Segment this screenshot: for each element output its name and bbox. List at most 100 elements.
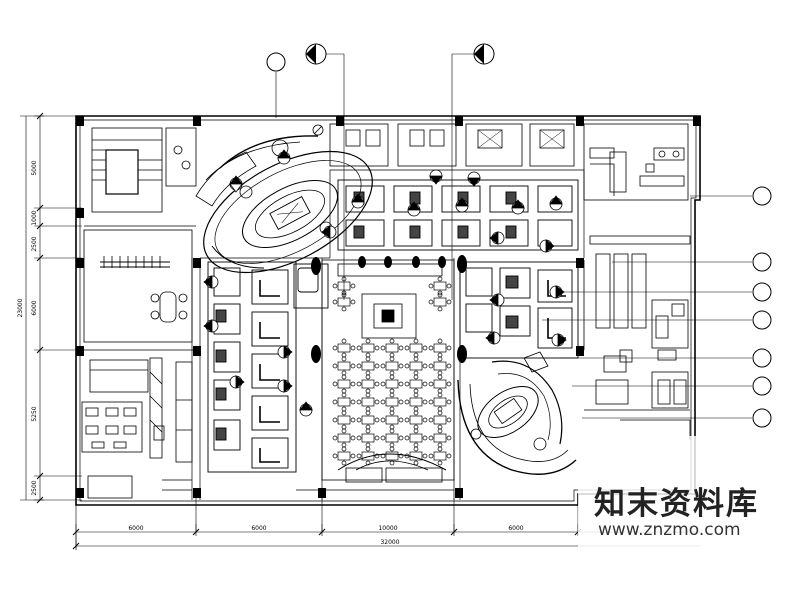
dining-chair — [437, 338, 443, 344]
dining-chair — [374, 381, 380, 387]
dim-h-3: 10000 — [378, 525, 397, 532]
dining-chair — [380, 345, 386, 351]
dining-chair — [428, 435, 434, 441]
top-axis-markers — [266, 43, 495, 72]
dining-chair — [422, 345, 428, 351]
dining-chair — [350, 417, 356, 423]
dining-chair — [356, 363, 362, 369]
dining-chair — [413, 370, 419, 376]
dining-chair — [356, 435, 362, 441]
dining-chair — [332, 399, 338, 405]
dining-table — [337, 451, 351, 461]
dining-chair — [398, 381, 404, 387]
dining-table — [361, 415, 375, 425]
dining-table — [385, 415, 399, 425]
dining-chair — [398, 363, 404, 369]
dining-chair — [389, 424, 395, 430]
dining-table — [337, 379, 351, 389]
dining-chair — [428, 399, 434, 405]
dim-v-3: 2500 — [31, 236, 38, 251]
dining-table — [385, 343, 399, 353]
dining-chair — [350, 399, 356, 405]
dining-chair — [365, 410, 371, 416]
dining-chair — [365, 352, 371, 358]
dining-chair — [437, 446, 443, 452]
dining-chair — [365, 428, 371, 434]
dining-chair — [389, 446, 395, 452]
dining-chair — [398, 417, 404, 423]
right-axis-markers — [752, 186, 772, 428]
dining-chair — [428, 345, 434, 351]
dining-chair — [428, 381, 434, 387]
dining-chair — [404, 399, 410, 405]
dining-chair — [422, 453, 428, 459]
dining-table — [433, 379, 447, 389]
dining-chair — [365, 370, 371, 376]
dining-chair — [341, 410, 347, 416]
central-rooms — [207, 179, 579, 473]
dining-chair — [398, 435, 404, 441]
watermark-url: www.znzmo.com — [598, 520, 741, 540]
dining-chair — [389, 406, 395, 412]
vertical-dimension-labels: 5000 1000 2500 6000 5250 2500 23000 — [17, 160, 38, 495]
dining-chair — [341, 424, 347, 430]
dining-table — [433, 397, 447, 407]
dining-table — [361, 379, 375, 389]
dining-table — [337, 397, 351, 407]
dining-chair — [365, 388, 371, 394]
dining-chair — [389, 388, 395, 394]
dining-table — [433, 281, 447, 291]
dim-v-2: 1000 — [31, 210, 38, 225]
dining-table — [409, 397, 423, 407]
dining-chair — [437, 460, 443, 466]
dining-chair — [446, 399, 452, 405]
dining-chair — [413, 424, 419, 430]
dining-chair — [437, 292, 443, 298]
watermark-backdrop — [578, 436, 800, 600]
dining-table — [361, 361, 375, 371]
dining-table — [433, 451, 447, 461]
dining-table — [409, 379, 423, 389]
dining-table — [385, 379, 399, 389]
dining-chair — [413, 410, 419, 416]
dining-table — [433, 433, 447, 443]
dining-chair — [365, 424, 371, 430]
dining-chair — [428, 453, 434, 459]
dining-chair — [413, 338, 419, 344]
dining-table — [433, 297, 447, 307]
dining-table — [361, 397, 375, 407]
dim-h-4: 6000 — [508, 525, 523, 532]
dining-chair — [422, 399, 428, 405]
dining-chair — [374, 363, 380, 369]
dining-chair — [437, 356, 443, 362]
dining-chair — [374, 399, 380, 405]
dining-chair — [437, 428, 443, 434]
dining-chair — [437, 374, 443, 380]
dim-h-1: 6000 — [128, 525, 143, 532]
dining-chair — [350, 453, 356, 459]
dining-table — [337, 361, 351, 371]
dining-table — [385, 433, 399, 443]
dining-chair — [365, 374, 371, 380]
dining-chair — [341, 338, 347, 344]
elevation-markers — [203, 124, 567, 417]
dining-table — [385, 361, 399, 371]
dim-v-1: 5000 — [31, 160, 38, 175]
dining-table — [337, 433, 351, 443]
dining-chair — [332, 283, 338, 289]
dining-chair — [389, 392, 395, 398]
dining-table — [433, 343, 447, 353]
dim-v-4: 6000 — [31, 300, 38, 315]
dining-chair — [437, 276, 443, 282]
dining-chair — [374, 435, 380, 441]
dining-chair — [428, 363, 434, 369]
dining-chair — [341, 356, 347, 362]
curved-vip-room — [457, 351, 577, 475]
dining-chair — [365, 442, 371, 448]
dining-chair — [380, 381, 386, 387]
dining-chair — [413, 442, 419, 448]
dining-chair — [398, 399, 404, 405]
dining-chair — [437, 442, 443, 448]
dining-chair — [389, 352, 395, 358]
